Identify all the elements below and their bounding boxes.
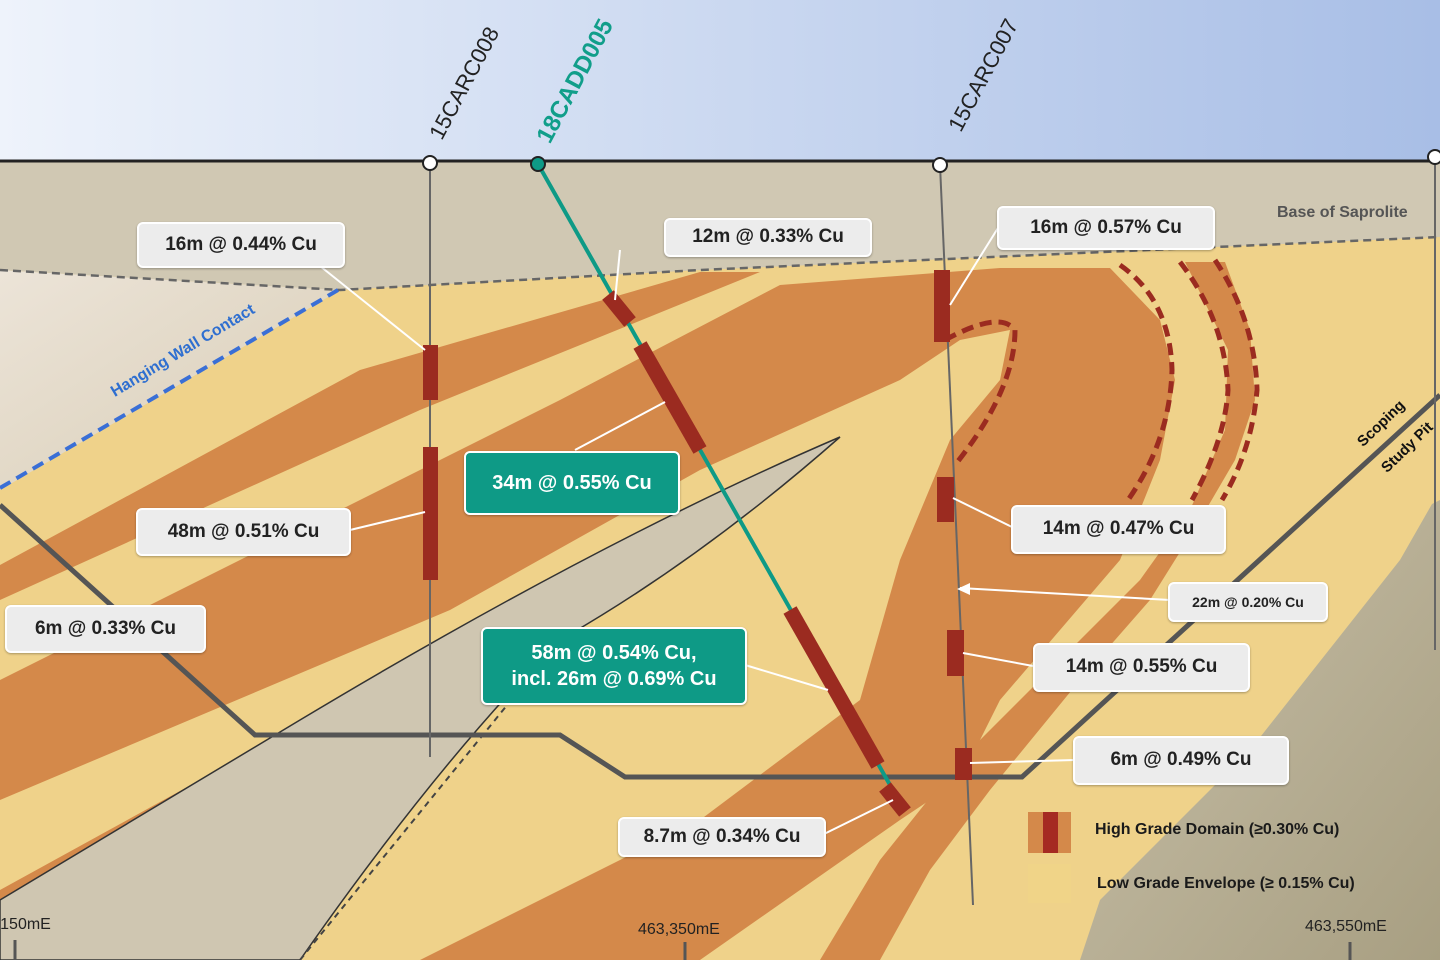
footwall-upper bbox=[1400, 490, 1440, 520]
fold-outline bbox=[1212, 258, 1260, 502]
high-grade-band-4 bbox=[820, 262, 1255, 960]
intercept-line: 58m @ 0.54% Cu, bbox=[531, 642, 697, 664]
hanging-wall-rock bbox=[0, 270, 340, 490]
collar-18CADD005[interactable] bbox=[530, 156, 546, 172]
legend-low-grade-label: Low Grade Envelope (≥ 0.15% Cu) bbox=[1097, 875, 1355, 892]
arrow-head-icon bbox=[957, 583, 970, 595]
intercept-mark bbox=[934, 270, 950, 342]
intercept-label: 16m @ 0.44% Cu bbox=[137, 222, 345, 268]
intercept-mark bbox=[602, 290, 636, 327]
hanging-wall-contact-line bbox=[0, 288, 340, 490]
legend-high-grade-accent bbox=[1043, 812, 1058, 853]
base-of-saprolite-line bbox=[0, 235, 1440, 292]
intercept-mark bbox=[423, 447, 438, 580]
intercept-label: 6m @ 0.49% Cu bbox=[1073, 736, 1289, 785]
intercept-line: incl. 26m @ 0.69% Cu bbox=[511, 668, 717, 690]
intercept-label-highlight: 58m @ 0.54% Cu, incl. 26m @ 0.69% Cu bbox=[481, 627, 747, 705]
base-of-saprolite-label: Base of Saprolite bbox=[1277, 204, 1408, 221]
easting-label: 463,350mE bbox=[638, 921, 720, 938]
intercept-mark bbox=[783, 606, 885, 769]
barren-lens bbox=[0, 436, 841, 960]
intercept-label: 6m @ 0.33% Cu bbox=[5, 605, 206, 653]
intercept-mark bbox=[879, 782, 911, 817]
collar-15CARC007[interactable] bbox=[932, 157, 948, 173]
collar-right bbox=[1427, 149, 1440, 165]
intercept-label-highlight: 34m @ 0.55% Cu bbox=[464, 451, 680, 515]
footwall-rock bbox=[1080, 490, 1440, 960]
intercept-label: 16m @ 0.57% Cu bbox=[997, 206, 1215, 250]
collar-15CARC008[interactable] bbox=[422, 155, 438, 171]
legend-high-grade-label: High Grade Domain (≥0.30% Cu) bbox=[1095, 821, 1340, 838]
intercept-mark bbox=[423, 345, 438, 400]
intercept-label: 12m @ 0.33% Cu bbox=[664, 218, 872, 257]
intercepts bbox=[423, 270, 972, 780]
intercept-label: 14m @ 0.55% Cu bbox=[1033, 643, 1250, 692]
ddh-intercepts bbox=[602, 290, 911, 817]
intercept-label: 14m @ 0.47% Cu bbox=[1011, 505, 1226, 554]
intercept-mark bbox=[947, 630, 964, 676]
legend-low-grade-swatch bbox=[1028, 864, 1071, 903]
intercept-label: 8.7m @ 0.34% Cu bbox=[618, 817, 826, 857]
intercept-mark bbox=[937, 477, 954, 522]
intercept-mark bbox=[955, 748, 972, 780]
easting-label: 463,550mE bbox=[1305, 918, 1387, 935]
fold-outline bbox=[943, 319, 1018, 467]
leader-lines bbox=[314, 227, 1171, 836]
intercept-label: 48m @ 0.51% Cu bbox=[136, 508, 351, 556]
intercept-mark bbox=[633, 341, 707, 454]
intercept-label: 22m @ 0.20% Cu bbox=[1168, 582, 1328, 622]
high-grade-band-2 bbox=[0, 268, 1175, 960]
fold-outline bbox=[1118, 262, 1175, 502]
easting-label: 463,150mE bbox=[0, 916, 51, 933]
fold-outline bbox=[1178, 260, 1231, 502]
scoping-pit-outline bbox=[0, 393, 1440, 780]
sky bbox=[0, 0, 1440, 162]
